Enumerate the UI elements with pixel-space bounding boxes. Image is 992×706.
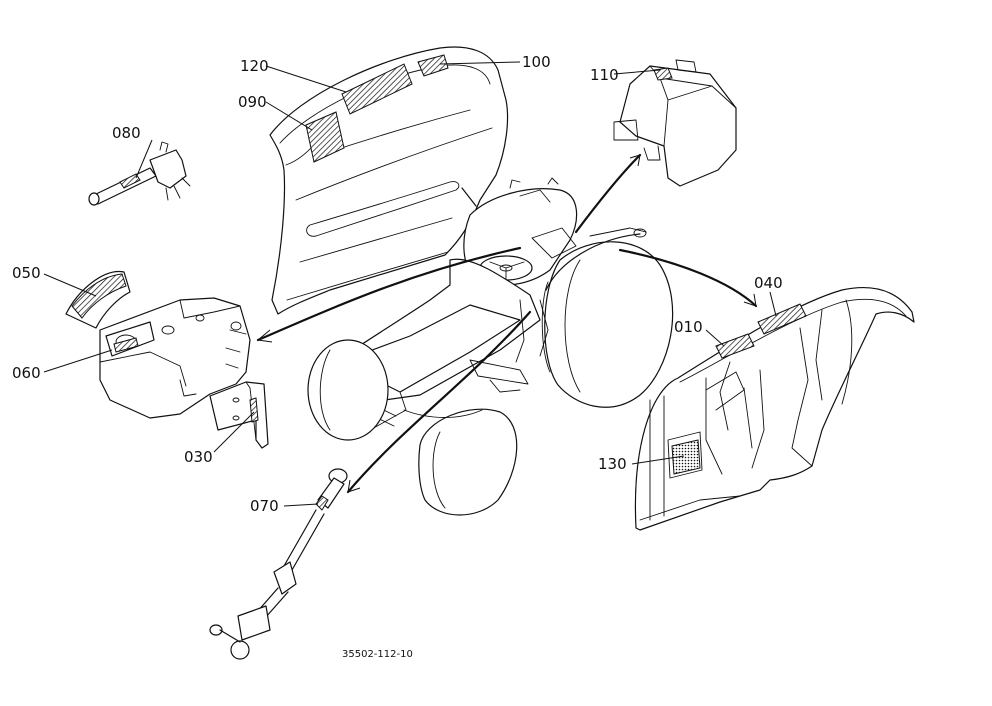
callout-leaders bbox=[43, 61, 777, 507]
decal-050 bbox=[71, 273, 127, 319]
callout-040: 040 bbox=[754, 274, 783, 292]
drawing-number: 35502-112-10 bbox=[342, 649, 413, 660]
callout-010: 010 bbox=[674, 318, 703, 336]
side-panel-part bbox=[634, 286, 915, 531]
hood-panel bbox=[269, 46, 509, 315]
callout-070: 070 bbox=[250, 497, 279, 515]
bracket-part bbox=[209, 381, 269, 449]
callout-130: 130 bbox=[598, 455, 627, 473]
callout-100: 100 bbox=[522, 53, 551, 71]
tractor-body bbox=[307, 177, 674, 516]
callout-030: 030 bbox=[184, 448, 213, 466]
instrument-cover-part bbox=[613, 59, 737, 187]
decal-040 bbox=[757, 303, 807, 335]
callout-labels: 120 090 100 080 110 050 060 030 040 010 … bbox=[12, 53, 783, 515]
decal-120 bbox=[341, 63, 413, 115]
shaft-linkage-part bbox=[209, 468, 348, 660]
decal-090 bbox=[305, 111, 345, 163]
callout-050: 050 bbox=[12, 264, 41, 282]
assembly-arrows bbox=[256, 153, 758, 494]
key-switch-part bbox=[88, 141, 191, 206]
callout-080: 080 bbox=[112, 124, 141, 142]
decal-010 bbox=[715, 333, 755, 359]
grille-130 bbox=[671, 439, 701, 475]
callout-060: 060 bbox=[12, 364, 41, 382]
decal-100 bbox=[417, 54, 449, 77]
callout-090: 090 bbox=[238, 93, 267, 111]
callout-110: 110 bbox=[590, 66, 619, 84]
dash-panel-part bbox=[65, 270, 251, 419]
callout-120: 120 bbox=[240, 57, 269, 75]
